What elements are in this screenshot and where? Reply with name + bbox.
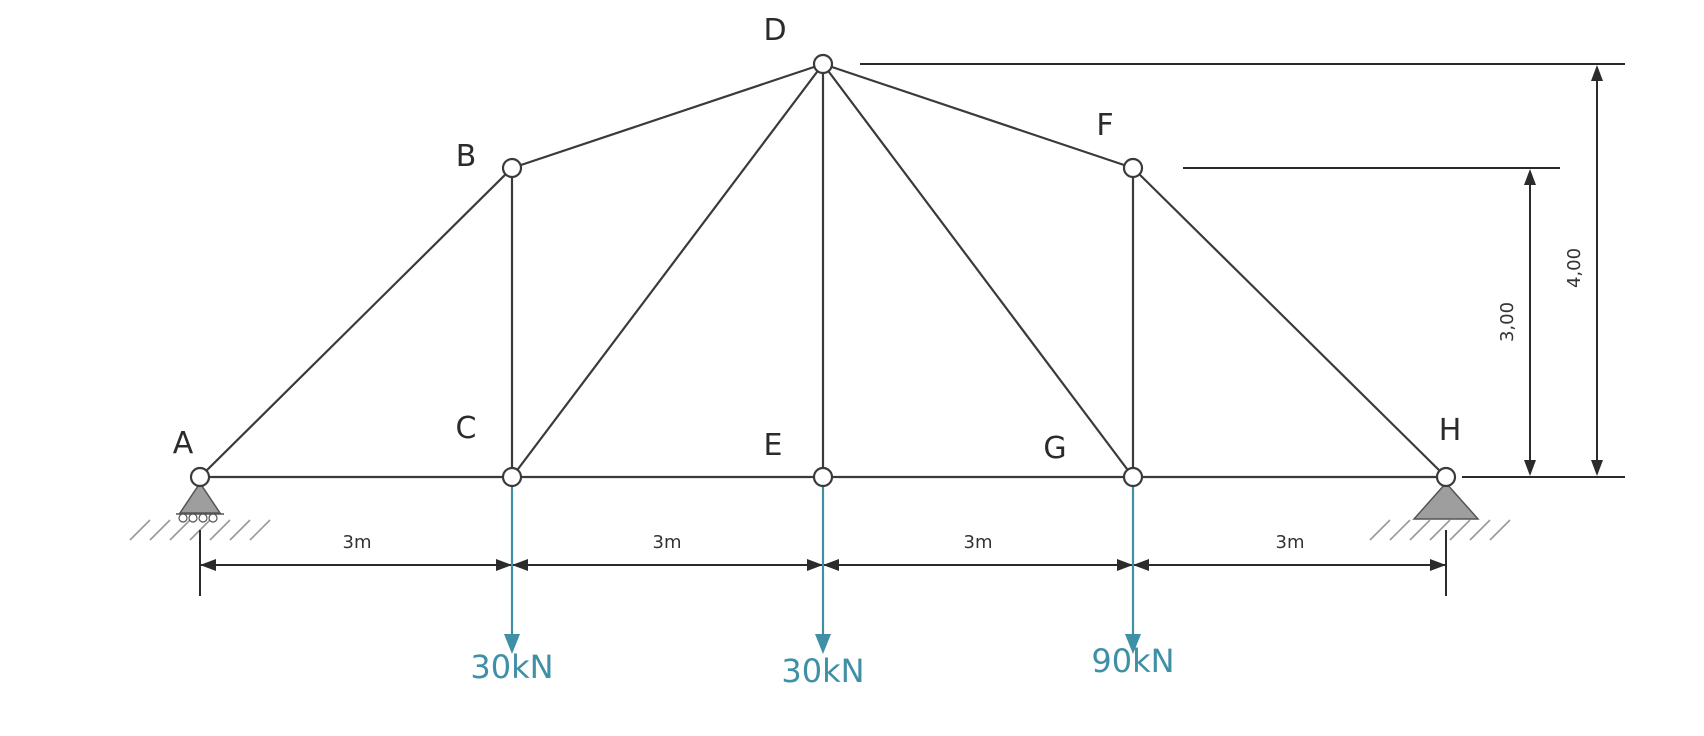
node-label-a: A xyxy=(173,426,194,461)
span-label-ce: 3m xyxy=(653,532,682,553)
node-label-d: D xyxy=(763,13,786,48)
height-4-arrow-bottom xyxy=(1591,460,1603,476)
span-label-eg: 3m xyxy=(964,532,993,553)
load-label-g: 90kN xyxy=(1091,642,1174,680)
node-c xyxy=(501,466,523,488)
node-f xyxy=(1122,157,1144,179)
member-cd xyxy=(511,63,824,478)
node-label-e: E xyxy=(764,428,783,463)
node-e xyxy=(812,466,834,488)
node-a xyxy=(189,466,211,488)
height-dimensions: 3,00 4,00 xyxy=(860,63,1625,478)
node-labels: A B C D E F G H xyxy=(173,13,1462,466)
height-3-arrow-top xyxy=(1524,169,1536,185)
member-bd xyxy=(511,62,824,170)
ground-hatch-left xyxy=(129,519,271,541)
load-arrow-head-g xyxy=(1125,634,1141,654)
dimension-arrow xyxy=(1430,559,1446,571)
node-label-g: G xyxy=(1043,431,1066,466)
roller-support xyxy=(176,481,224,523)
dimension-arrow xyxy=(1117,559,1133,571)
node-label-f: F xyxy=(1096,108,1113,143)
truss-nodes xyxy=(189,53,1457,488)
node-label-h: H xyxy=(1439,413,1462,448)
node-label-c: C xyxy=(456,411,477,446)
span-label-ac: 3m xyxy=(343,532,372,553)
node-b xyxy=(501,157,523,179)
dimension-arrow xyxy=(200,559,216,571)
dimension-arrow xyxy=(807,559,823,571)
node-h xyxy=(1435,466,1457,488)
dimension-extension-lines xyxy=(199,530,1447,596)
truss-members xyxy=(199,62,1447,479)
dimension-arrow xyxy=(1133,559,1149,571)
member-dg xyxy=(822,63,1134,478)
ground-hatch-right xyxy=(1369,519,1511,541)
node-d xyxy=(812,53,834,75)
height-3-label: 3,00 xyxy=(1497,302,1518,342)
load-label-e: 30kN xyxy=(781,652,864,690)
dimension-arrow xyxy=(512,559,528,571)
height-4-arrow-top xyxy=(1591,65,1603,81)
node-g xyxy=(1122,466,1144,488)
load-arrow-head-c xyxy=(504,634,520,654)
load-label-c: 30kN xyxy=(470,648,553,686)
member-ab xyxy=(199,167,513,478)
span-label-gh: 3m xyxy=(1276,532,1305,553)
dimension-arrow xyxy=(496,559,512,571)
height-4-label: 4,00 xyxy=(1564,248,1585,288)
node-label-b: B xyxy=(456,139,477,174)
load-arrow-head-e xyxy=(815,634,831,654)
member-fh xyxy=(1132,167,1447,478)
span-labels: 3m 3m 3m 3m xyxy=(343,532,1305,553)
point-loads: 30kN 30kN 90kN xyxy=(470,485,1175,690)
dimension-arrow xyxy=(823,559,839,571)
pin-support xyxy=(1412,481,1480,520)
member-df xyxy=(822,62,1134,170)
height-3-arrow-bottom xyxy=(1524,460,1536,476)
